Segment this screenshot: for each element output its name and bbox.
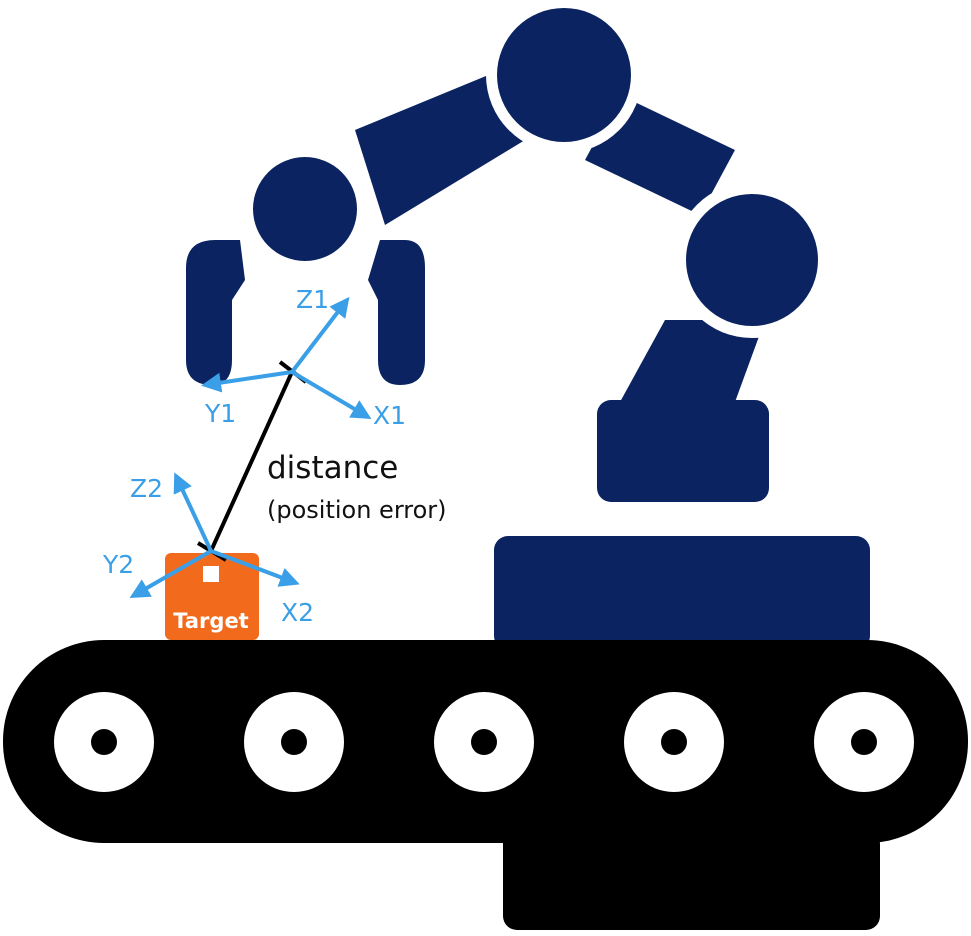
robot-wrist-joint [253,157,357,261]
frame1-y-label: Y1 [204,399,236,428]
conveyor-rollers [54,692,914,792]
target-box [165,553,259,640]
target-box-tape [203,566,219,582]
frame1-x-label: X1 [373,401,406,430]
frame1-x-axis [290,370,372,420]
conveyor-stand [503,830,880,930]
frame1-z-label: Z1 [296,285,329,314]
frame2-x-axis [210,549,300,587]
frame2-z-axis [173,472,213,552]
frame2-x-label: X2 [281,598,314,627]
robot-pedestal [494,536,870,650]
gripper-right-finger [368,240,425,385]
position-error-label: (position error) [267,496,447,524]
conveyor-belt-icon [3,640,968,930]
robot-upper-link-left [355,62,525,225]
frame1-y-axis [201,370,293,393]
frame1-z-axis [290,296,350,374]
frame1-axes [201,296,372,420]
frame2-z-label: Z2 [130,474,163,503]
robot-lower-link [620,320,765,402]
robot-top-joint [497,8,631,142]
frame2-y-axis [129,549,212,598]
distance-label: distance [267,450,398,486]
robot-arm-icon [186,0,870,650]
frame2-y-label: Y2 [102,550,134,579]
target-box-icon: Target [165,553,259,640]
robot-base-block [597,400,769,502]
target-label: Target [173,609,248,633]
frame2-axes [129,472,300,598]
robot-right-joint [686,194,818,326]
gripper-left-finger [186,240,245,385]
